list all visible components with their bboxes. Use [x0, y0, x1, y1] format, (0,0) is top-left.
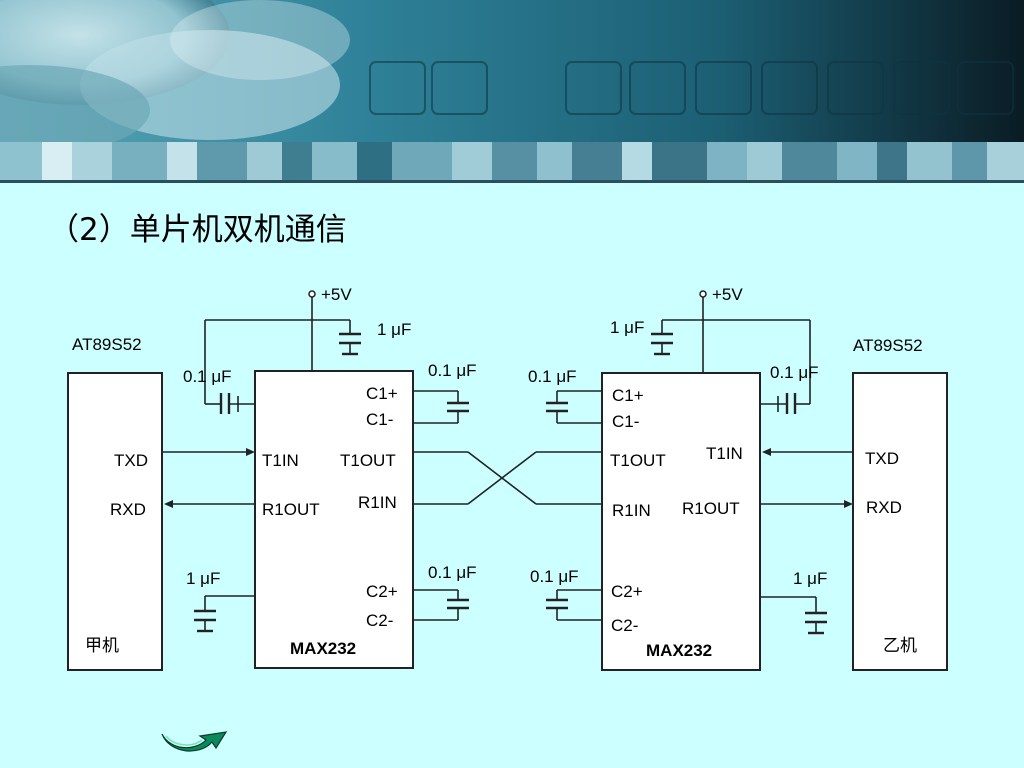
right-cap-01-label: 0.1 μF: [770, 363, 819, 382]
header-banner: [0, 0, 1024, 180]
header-divider: [0, 180, 1024, 183]
left-cap-bottom-label: 1 μF: [186, 569, 220, 588]
right-mcu-name: 乙机: [883, 636, 917, 655]
right-pin-c2m: C2-: [611, 616, 638, 635]
left-circuit: +5V 1 μF 0.1 μF 0.1 μF C1+ C1-: [67, 285, 477, 671]
left-pin-c1m: C1-: [366, 410, 393, 429]
left-pin-r1out: R1OUT: [262, 500, 320, 519]
left-pin-c1p: C1+: [366, 384, 398, 403]
right-pin-c2p: C2+: [611, 582, 643, 601]
right-max232-box: [601, 372, 761, 671]
left-mcu-txd: TXD: [114, 451, 148, 470]
right-c1-cap-label: 0.1 μF: [528, 367, 577, 386]
left-mcu-rxd: RXD: [110, 500, 146, 519]
right-supply-label: +5V: [712, 285, 743, 304]
right-pin-c1m: C1-: [612, 412, 639, 431]
left-supply-label: +5V: [321, 285, 352, 304]
right-pin-r1in: R1IN: [612, 501, 651, 520]
right-cap-bottom-label: 1 μF: [793, 569, 827, 588]
left-cap-top-label: 1 μF: [377, 320, 411, 339]
serial-crossover: [413, 451, 602, 505]
left-cap-01-label: 0.1 μF: [183, 367, 232, 386]
left-pin-c2p: C2+: [366, 582, 398, 601]
right-circuit: +5V 1 μF 0.1 μF 0.1 μF C1+ C1-: [528, 285, 948, 671]
circuit-diagram: +5V 1 μF 0.1 μF 0.1 μF C1+ C1-: [67, 285, 948, 671]
left-pin-r1in: R1IN: [358, 493, 397, 512]
right-c2-cap-label: 0.1 μF: [530, 567, 579, 586]
left-supply-terminal: [308, 290, 316, 298]
left-pin-c2m: C2-: [366, 611, 393, 630]
right-pin-c1p: C1+: [612, 386, 644, 405]
right-pin-t1out: T1OUT: [610, 451, 666, 470]
right-pin-t1in: T1IN: [706, 444, 743, 463]
right-supply-terminal: [699, 290, 707, 298]
right-cap-top-label: 1 μF: [610, 318, 644, 337]
right-ic-label: MAX232: [646, 641, 712, 660]
right-pin-r1out: R1OUT: [682, 499, 740, 518]
left-max232-box: [254, 370, 414, 669]
left-mcu-box: [67, 372, 163, 671]
right-mcu-txd: TXD: [865, 449, 899, 468]
right-mcu-box: [852, 372, 948, 671]
slide-title: （2）单片机双机通信: [48, 212, 347, 248]
left-pin-t1out: T1OUT: [340, 451, 396, 470]
left-pin-t1in: T1IN: [262, 451, 299, 470]
left-c2-cap-label: 0.1 μF: [428, 563, 477, 582]
left-mcu-model: AT89S52: [72, 335, 142, 354]
right-mcu-model: AT89S52: [853, 336, 923, 355]
next-arrow-icon[interactable]: [160, 728, 234, 754]
left-c1-cap-label: 0.1 μF: [428, 361, 477, 380]
left-ic-label: MAX232: [290, 639, 356, 658]
left-mcu-name: 甲机: [85, 636, 119, 655]
right-mcu-rxd: RXD: [866, 498, 902, 517]
